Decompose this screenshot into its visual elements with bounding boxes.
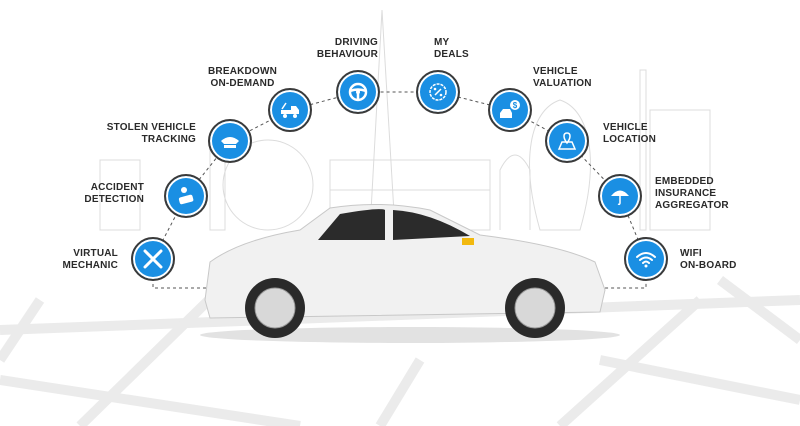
- stolen-vehicle-tracking-label: STOLEN VEHICLE TRACKING: [106, 122, 196, 145]
- my-deals-button[interactable]: [416, 70, 460, 114]
- driving-behaviour-label: DRIVING BEHAVIOUR: [316, 37, 378, 60]
- map-pin-icon: [557, 132, 577, 150]
- accident-detection-label: ACCIDENT DETECTION: [84, 182, 144, 205]
- vehicle-location-label: VEHICLE LOCATION: [603, 122, 657, 145]
- breakdown-on-demand-button[interactable]: [268, 88, 312, 132]
- accident-detection-button[interactable]: [164, 174, 208, 218]
- crashed-car-icon: [178, 187, 194, 205]
- vehicle-location-button[interactable]: [545, 119, 589, 163]
- wifi-on-board-button[interactable]: [624, 237, 668, 281]
- svg-text:$: $: [513, 101, 518, 110]
- embedded-insurance-aggregator-label: EMBEDDED INSURANCE AGGREGATOR: [655, 176, 729, 211]
- driving-behaviour-button[interactable]: [336, 70, 380, 114]
- police-cap-icon: [221, 137, 239, 148]
- wrench-screwdriver-icon: [143, 249, 163, 269]
- stolen-vehicle-tracking-button[interactable]: [208, 119, 252, 163]
- vehicle-valuation-button[interactable]: $: [488, 88, 532, 132]
- umbrella-icon: [611, 190, 629, 206]
- virtual-mechanic-button[interactable]: [131, 237, 175, 281]
- tow-truck-icon: [281, 102, 299, 118]
- embedded-insurance-aggregator-button[interactable]: [598, 174, 642, 218]
- car-dollar-icon: $: [500, 100, 520, 118]
- vehicle-valuation-label: VEHICLE VALUATION: [533, 66, 592, 89]
- virtual-mechanic-label: VIRTUAL MECHANIC: [62, 248, 118, 271]
- my-deals-label: MY DEALS: [434, 37, 469, 60]
- wifi-on-board-label: WIFI ON-BOARD: [680, 248, 737, 271]
- discount-badge-icon: [429, 83, 447, 101]
- wifi-icon: [636, 252, 656, 268]
- steering-wheel-icon: [348, 82, 368, 102]
- breakdown-on-demand-label: BREAKDOWN ON-DEMAND: [208, 66, 278, 89]
- car-illustration: [200, 203, 620, 343]
